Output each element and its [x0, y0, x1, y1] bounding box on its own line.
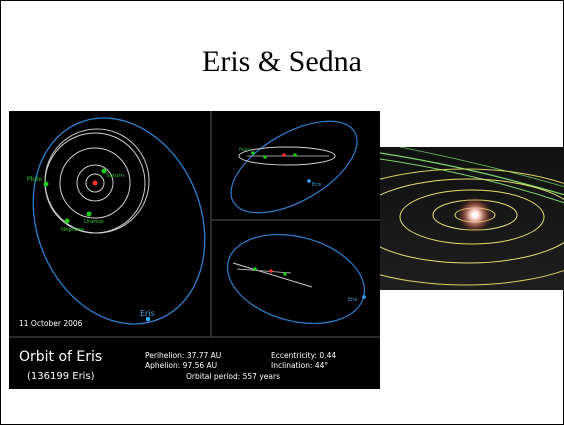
orbit-heading: Orbit of Eris	[19, 349, 102, 365]
saturn-orbit-path	[76, 164, 114, 202]
orbit-date: 11 October 2006	[19, 319, 83, 328]
sedna-orbit-arc-2	[380, 158, 564, 204]
uranus-marker-lower	[283, 272, 287, 276]
sedna-orbit-image	[380, 147, 564, 290]
outer-orbit-3	[380, 168, 564, 286]
side-view-lower-panel: Eris	[226, 233, 366, 325]
sun-core	[472, 212, 478, 218]
sun-marker-lower	[269, 269, 273, 273]
pluto-label: Pluto	[27, 176, 42, 183]
eris-orbit-upper	[230, 120, 358, 214]
eris-marker-upper	[307, 179, 311, 183]
saturn-label: Saturn	[106, 173, 125, 179]
sedna-orbit-rendering	[380, 147, 564, 290]
pluto-marker	[43, 181, 49, 187]
sedna-orbit-arc-1	[380, 152, 564, 196]
aphelion-text: Aphelion: 97.56 AU	[145, 361, 217, 370]
orbital-period-text: Orbital period: 557 years	[186, 372, 280, 381]
jupiter-orbit-path	[85, 173, 105, 193]
uranus-marker	[86, 211, 92, 217]
eris-label-lower: Eris	[348, 297, 358, 303]
top-view-panel: Pluto Saturn Uranus Neptune Eris 11 Octo…	[19, 117, 206, 328]
outer-orbit-2	[380, 178, 564, 264]
saturn-marker	[101, 168, 107, 174]
pluto-label-upper: Pluto	[239, 147, 251, 153]
ecliptic-line-lower-2	[236, 268, 292, 274]
ecliptic-line-lower	[232, 262, 313, 288]
eris-marker	[145, 316, 151, 322]
uranus-orbit-path	[59, 147, 131, 219]
sedna-orbit-arc-3	[399, 147, 564, 188]
eccentricity-text: Eccentricity: 0.44	[271, 351, 336, 360]
outer-orbit-1	[399, 189, 545, 245]
pluto-marker-upper	[251, 151, 255, 155]
eris-marker-lower	[362, 295, 366, 299]
eris-orbit-diagram: Pluto Saturn Uranus Neptune Eris 11 Octo…	[9, 111, 380, 389]
planet-orbits-upper	[238, 146, 336, 166]
pluto-marker-lower	[253, 267, 257, 271]
eris-orbit-path	[32, 117, 206, 325]
uranus-label: Uranus	[84, 219, 104, 225]
slide-title: Eris & Sedna	[202, 45, 362, 78]
eris-label: Eris	[140, 309, 155, 318]
perihelion-text: Perihelion: 37.77 AU	[145, 351, 221, 360]
neptune-marker	[64, 218, 70, 224]
saturn-marker-upper	[293, 153, 297, 157]
eris-label-upper: Eris	[312, 182, 322, 188]
eris-orbit-image: Pluto Saturn Uranus Neptune Eris 11 Octo…	[9, 111, 380, 389]
side-view-upper-panel: Pluto Eris	[230, 120, 358, 214]
sun-marker-upper	[282, 153, 286, 157]
sun-marker	[92, 180, 98, 186]
neptune-marker-upper	[263, 155, 267, 159]
orbit-info-bar: Orbit of Eris (136199 Eris) Perihelion: …	[19, 349, 336, 382]
neptune-label: Neptune	[61, 227, 85, 233]
inclination-text: Inclination: 44°	[271, 361, 328, 370]
orbit-designation: (136199 Eris)	[27, 371, 95, 382]
